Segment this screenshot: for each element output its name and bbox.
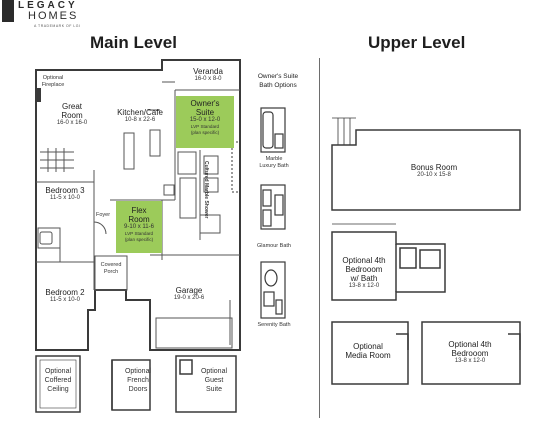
garage-dims: 19-0 x 20-6	[173, 295, 205, 301]
flex-room-highlight	[116, 201, 162, 253]
flex-room-note2: (plan specific)	[124, 236, 154, 242]
coffered-line2: Coffered	[44, 377, 72, 384]
covered-porch-line2: Porch	[103, 268, 119, 275]
flex-room-line1: Flex	[131, 206, 147, 215]
great-room-dims: 16-0 x 16-0	[56, 120, 88, 126]
optional-fireplace-label: Optional Fireplace	[38, 75, 68, 88]
optional-bed4-line1: Optional 4th	[448, 340, 492, 349]
foyer-label: Foyer	[95, 212, 111, 218]
bonus-room-dims: 20-10 x 15-8	[417, 172, 451, 178]
optional-fireplace-line1: Optional	[42, 75, 64, 81]
optional-bed4-bath-line2: Bedrooom	[345, 265, 383, 274]
covered-porch-line1: Covered	[100, 262, 122, 268]
media-room-label: Optional Media Room	[336, 342, 400, 360]
bath-options-title: Owner's Suite Bath Options	[250, 72, 306, 90]
marble-bath-label: Marble Luxury Bath	[254, 156, 294, 169]
owners-suite-note2: (plan specific)	[190, 129, 220, 135]
great-room-line1: Great	[61, 102, 82, 111]
bath-options-title-line2: Bath Options	[259, 82, 297, 89]
optional-bed4-bath-dims: 13-8 x 12-0	[348, 283, 380, 289]
bedroom3-label: Bedroom 3 11-5 x 10-0	[40, 186, 90, 202]
optional-bed4-label: Optional 4th Bedrooom 13-8 x 12-0	[430, 340, 510, 365]
serenity-bath-label: Serenity Bath	[257, 322, 291, 328]
optional-fireplace-line2: Fireplace	[41, 81, 65, 88]
kitchen-dims: 10-8 x 22-6	[124, 117, 156, 123]
french-line3: Doors	[128, 386, 148, 393]
great-room-label: Great Room 16-0 x 16-0	[52, 102, 92, 127]
marble-bath-line1: Marble	[265, 156, 283, 162]
owners-suite-highlight	[176, 96, 234, 148]
owners-suite-note1: LVP Standard	[190, 124, 220, 129]
coffered-line3: Ceiling	[47, 386, 69, 393]
coffered-ceiling-label: Optional Coffered Ceiling	[36, 367, 80, 394]
optional-bed4-line2: Bedrooom	[451, 349, 489, 358]
logo-word-homes: HOMES	[28, 10, 79, 22]
bedroom2-name: Bedroom 2	[45, 288, 85, 297]
owners-suite-line2: Suite	[195, 108, 215, 117]
french-line2: French	[127, 377, 149, 384]
veranda-dims: 16-0 x 8-0	[194, 76, 222, 82]
owners-suite-dims: 15-0 x 12-0	[189, 117, 221, 123]
flex-room-dims: 9-10 x 11-6	[124, 224, 154, 230]
kitchen-name: Kitchen/Cafe	[117, 108, 163, 117]
guest-line1: Optional	[200, 368, 228, 375]
veranda-label: Veranda 16-0 x 8-0	[186, 67, 230, 83]
kitchen-label: Kitchen/Cafe 10-8 x 22-6	[112, 108, 168, 124]
bedroom2-dims: 11-5 x 10-0	[50, 297, 80, 303]
covered-porch-label: Covered Porch	[95, 262, 127, 275]
guest-line3: Suite	[206, 386, 222, 393]
flex-room-label: Flex Room 9-10 x 11-6 LVP Standard (plan…	[116, 206, 162, 242]
media-room-line2: Media Room	[345, 351, 391, 360]
level-divider	[319, 58, 320, 418]
logo-tagline: A TRADEMARK OF LGI	[34, 24, 81, 28]
bedroom3-dims: 11-5 x 10-0	[50, 195, 80, 201]
owners-suite-line1: Owner's	[190, 99, 220, 108]
cultured-marble-shower-label: Cultured Marble Shower	[203, 161, 209, 219]
guest-line2: Guest	[204, 377, 224, 384]
garage-label: Garage 19-0 x 20-6	[164, 286, 214, 302]
bedroom2-label: Bedroom 2 11-5 x 10-0	[40, 288, 90, 304]
bath-options-title-line1: Owner's Suite	[257, 73, 299, 80]
brand-logo: LEGACY HOMES A TRADEMARK OF LGI	[0, 0, 92, 38]
main-level-heading: Main Level	[90, 33, 177, 52]
french-doors-label: Optional French Doors	[114, 367, 162, 394]
veranda-name: Veranda	[193, 67, 223, 76]
garage-name: Garage	[175, 286, 203, 295]
logo-word-legacy: LEGACY	[18, 0, 78, 11]
bonus-room-name: Bonus Room	[410, 163, 458, 172]
flex-room-note1: LVP Standard	[124, 231, 154, 236]
guest-suite-label: Optional Guest Suite	[192, 367, 236, 394]
coffered-line1: Optional	[44, 368, 72, 375]
owners-suite-label: Owner's Suite 15-0 x 12-0 LVP Standard (…	[176, 99, 234, 135]
optional-bed4-bath-line3: w/ Bath	[350, 274, 378, 283]
media-room-line1: Optional	[353, 342, 383, 351]
great-room-line2: Room	[61, 111, 83, 120]
marble-bath-line2: Luxury Bath	[259, 162, 289, 169]
logo-mark	[2, 0, 14, 22]
bonus-room-label: Bonus Room 20-10 x 15-8	[396, 163, 472, 179]
french-line1: Optional	[124, 368, 152, 375]
flex-room-line2: Room	[128, 215, 150, 224]
optional-bed4-bath-line1: Optional 4th	[342, 256, 386, 265]
optional-bed4-bath-label: Optional 4th Bedrooom w/ Bath 13-8 x 12-…	[334, 256, 394, 290]
upper-level-heading: Upper Level	[368, 33, 466, 52]
bedroom3-name: Bedroom 3	[45, 186, 85, 195]
optional-bed4-dims: 13-8 x 12-0	[454, 358, 486, 364]
glamour-bath-label: Glamour Bath	[257, 243, 291, 249]
